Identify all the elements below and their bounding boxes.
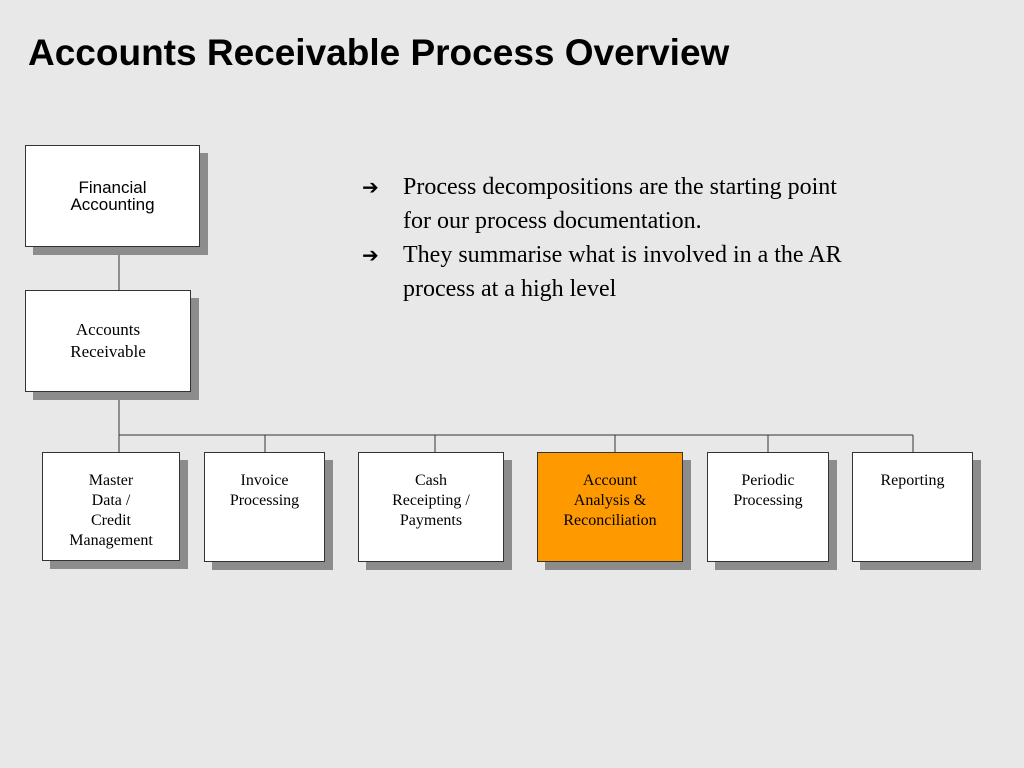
node-financial-accounting: Financial Accounting: [25, 145, 200, 247]
node-label: Account Analysis & Reconciliation: [563, 472, 657, 529]
node-invoice-processing: Invoice Processing: [204, 452, 325, 562]
node-label: Financial Accounting: [70, 178, 155, 214]
node-label: Invoice Processing: [229, 472, 300, 509]
bullet-item: ➔ Process decompositions are the startin…: [362, 170, 862, 238]
node-label: Accounts Receivable: [70, 320, 146, 361]
node-periodic-processing: Periodic Processing: [707, 452, 829, 562]
node-label: Cash Receipting / Payments: [392, 472, 470, 529]
node-master-data-credit-management: Master Data / Credit Management: [42, 452, 180, 561]
bullet-text: Process decompositions are the starting …: [403, 174, 837, 234]
slide-title: Accounts Receivable Process Overview: [28, 32, 730, 73]
node-account-analysis-reconciliation: Account Analysis & Reconciliation: [537, 452, 683, 562]
node-label: Master Data / Credit Management: [69, 472, 153, 549]
node-label: Reporting: [880, 472, 945, 489]
node-label: Periodic Processing: [733, 472, 803, 509]
node-accounts-receivable: Accounts Receivable: [25, 290, 191, 392]
bullet-text: They summarise what is involved in a the…: [403, 242, 842, 302]
bullet-item: ➔ They summarise what is involved in a t…: [362, 238, 862, 306]
bullet-list: ➔ Process decompositions are the startin…: [362, 170, 862, 306]
right-arrow-icon: ➔: [362, 175, 379, 199]
node-reporting: Reporting: [852, 452, 973, 562]
right-arrow-icon: ➔: [362, 243, 379, 267]
node-cash-receipting-payments: Cash Receipting / Payments: [358, 452, 504, 562]
